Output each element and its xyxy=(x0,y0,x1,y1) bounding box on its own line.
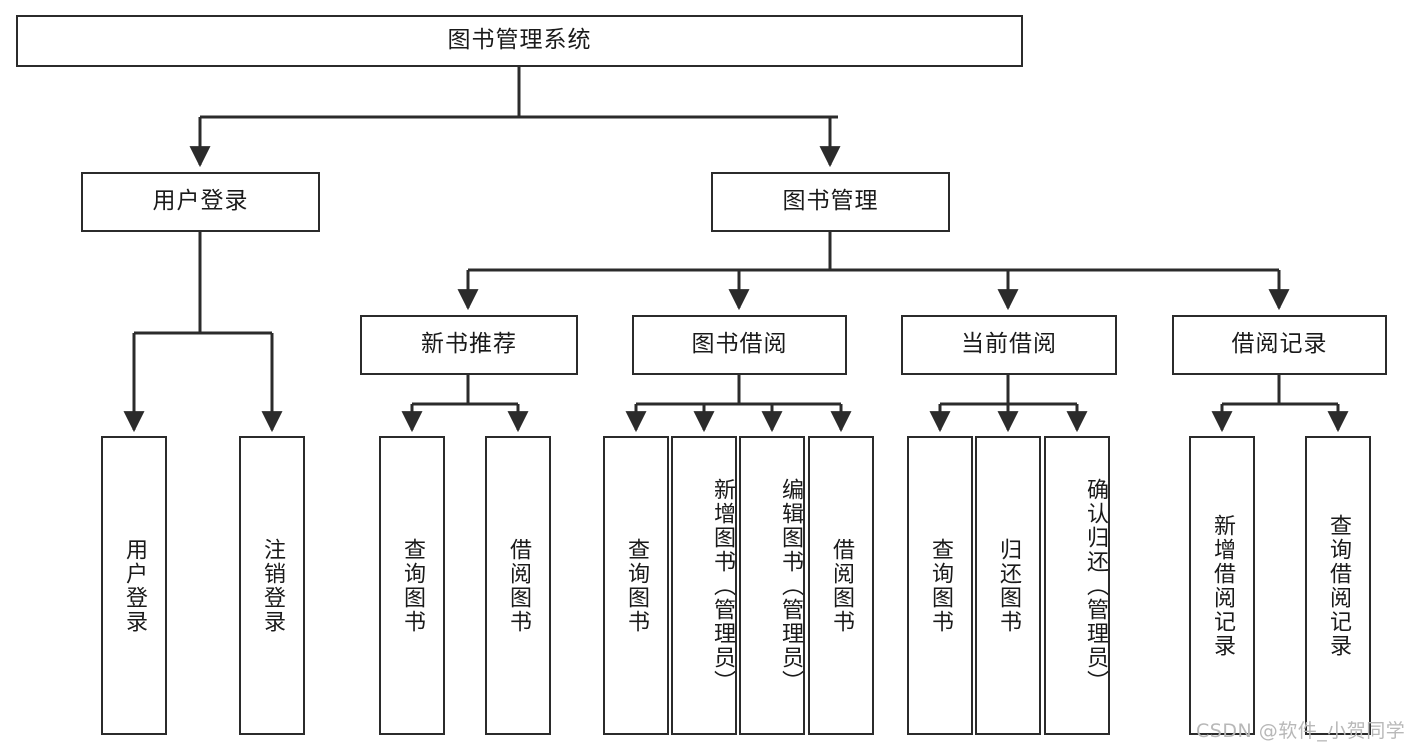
node-book-management[interactable]: 图书管理 xyxy=(711,172,950,232)
csdn-watermark: CSDN @软件_小贺同学 xyxy=(1196,720,1405,742)
leaf-query-book-1-label: 查询图书 xyxy=(399,537,425,634)
leaf-query-record[interactable]: 查询借阅记录 xyxy=(1305,436,1371,735)
node-user-login[interactable]: 用户登录 xyxy=(81,172,320,232)
node-user-login-label: 用户登录 xyxy=(152,188,249,215)
leaf-return-book-label: 归还图书 xyxy=(995,537,1021,634)
leaf-logout-login-label: 注销登录 xyxy=(259,537,285,634)
node-borrow-record[interactable]: 借阅记录 xyxy=(1172,315,1387,375)
leaf-return-book[interactable]: 归还图书 xyxy=(975,436,1041,735)
leaf-edit-book[interactable]: 编辑图书（管理员） xyxy=(739,436,805,735)
node-new-book-recommend[interactable]: 新书推荐 xyxy=(360,315,578,375)
node-current-borrow-label: 当前借阅 xyxy=(961,331,1057,358)
node-current-borrow[interactable]: 当前借阅 xyxy=(901,315,1117,375)
leaf-query-book-1[interactable]: 查询图书 xyxy=(379,436,445,735)
node-root-label: 图书管理系统 xyxy=(447,27,592,54)
node-book-management-label: 图书管理 xyxy=(782,188,879,215)
node-new-book-recommend-label: 新书推荐 xyxy=(421,331,517,358)
leaf-confirm-return-label: 确认归还（管理员） xyxy=(1083,477,1108,694)
leaf-query-book-2[interactable]: 查询图书 xyxy=(603,436,669,735)
leaf-add-book[interactable]: 新增图书（管理员） xyxy=(671,436,737,735)
leaf-user-login-label: 用户登录 xyxy=(121,537,147,634)
leaf-user-login[interactable]: 用户登录 xyxy=(101,436,167,735)
leaf-query-book-3[interactable]: 查询图书 xyxy=(907,436,973,735)
leaf-borrow-book-1[interactable]: 借阅图书 xyxy=(485,436,551,735)
leaf-query-book-3-label: 查询图书 xyxy=(927,537,953,634)
leaf-add-book-label: 新增图书（管理员） xyxy=(710,477,735,694)
node-borrow-record-label: 借阅记录 xyxy=(1231,331,1328,358)
leaf-query-book-2-label: 查询图书 xyxy=(623,537,649,634)
leaf-query-record-label: 查询借阅记录 xyxy=(1325,513,1351,658)
leaf-add-record[interactable]: 新增借阅记录 xyxy=(1189,436,1255,735)
node-root[interactable]: 图书管理系统 xyxy=(16,15,1023,67)
node-book-borrow[interactable]: 图书借阅 xyxy=(632,315,847,375)
leaf-logout-login[interactable]: 注销登录 xyxy=(239,436,305,735)
leaf-borrow-book-2[interactable]: 借阅图书 xyxy=(808,436,874,735)
leaf-borrow-book-1-label: 借阅图书 xyxy=(505,537,531,634)
leaf-edit-book-label: 编辑图书（管理员） xyxy=(778,477,803,694)
leaf-add-record-label: 新增借阅记录 xyxy=(1209,513,1235,658)
node-book-borrow-label: 图书借阅 xyxy=(691,331,788,358)
leaf-borrow-book-2-label: 借阅图书 xyxy=(828,537,854,634)
leaf-confirm-return[interactable]: 确认归还（管理员） xyxy=(1044,436,1110,735)
